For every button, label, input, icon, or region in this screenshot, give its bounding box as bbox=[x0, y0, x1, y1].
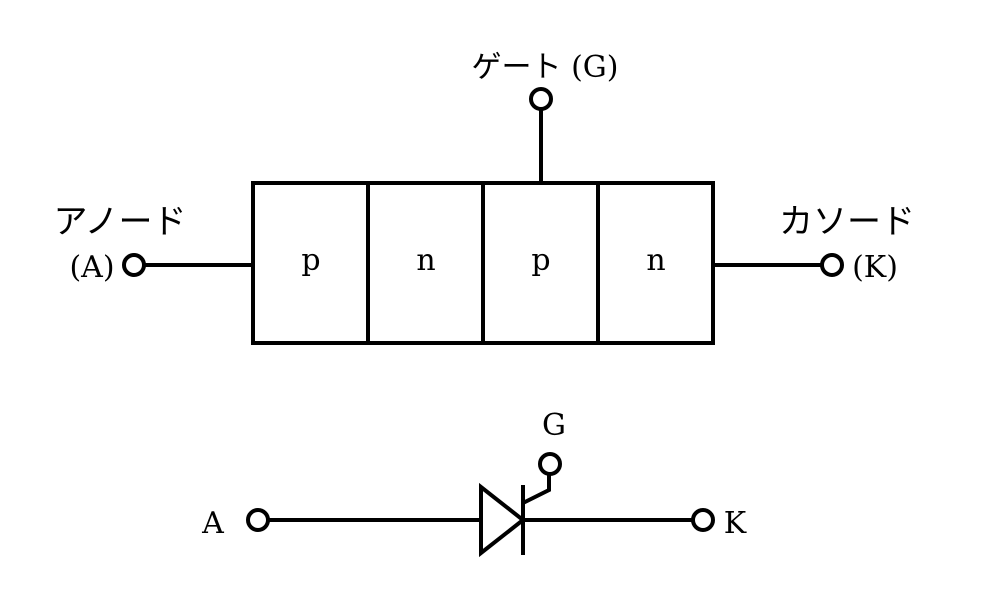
symbol-anode-terminal bbox=[246, 508, 270, 532]
cathode-terminal bbox=[820, 253, 844, 277]
anode-symbol-label: (A) bbox=[69, 250, 114, 285]
layer-4-label: n bbox=[646, 243, 665, 278]
thyristor-symbol: A K G bbox=[201, 408, 747, 558]
layer-2-label: n bbox=[416, 243, 435, 278]
cathode-label: カソード bbox=[779, 202, 915, 242]
symbol-gate-lead bbox=[522, 474, 551, 505]
gate-label: ゲート (G) bbox=[472, 50, 619, 85]
anode-terminal bbox=[122, 253, 146, 277]
symbol-cathode-terminal bbox=[691, 508, 715, 532]
gate-terminal bbox=[529, 87, 553, 111]
pnpn-structure: ゲート (G) アノード (A) カソード (K) p n p n bbox=[54, 50, 915, 345]
layer-3-label: p bbox=[531, 243, 550, 278]
symbol-gate-terminal bbox=[538, 452, 562, 476]
symbol-cathode-label: K bbox=[724, 506, 747, 541]
anode-label: アノード bbox=[54, 202, 187, 242]
diode-triangle bbox=[479, 482, 527, 558]
cathode-symbol-label: (K) bbox=[852, 250, 898, 285]
symbol-anode-label: A bbox=[201, 506, 224, 541]
layer-1-label: p bbox=[301, 243, 320, 278]
symbol-gate-label: G bbox=[542, 408, 566, 443]
